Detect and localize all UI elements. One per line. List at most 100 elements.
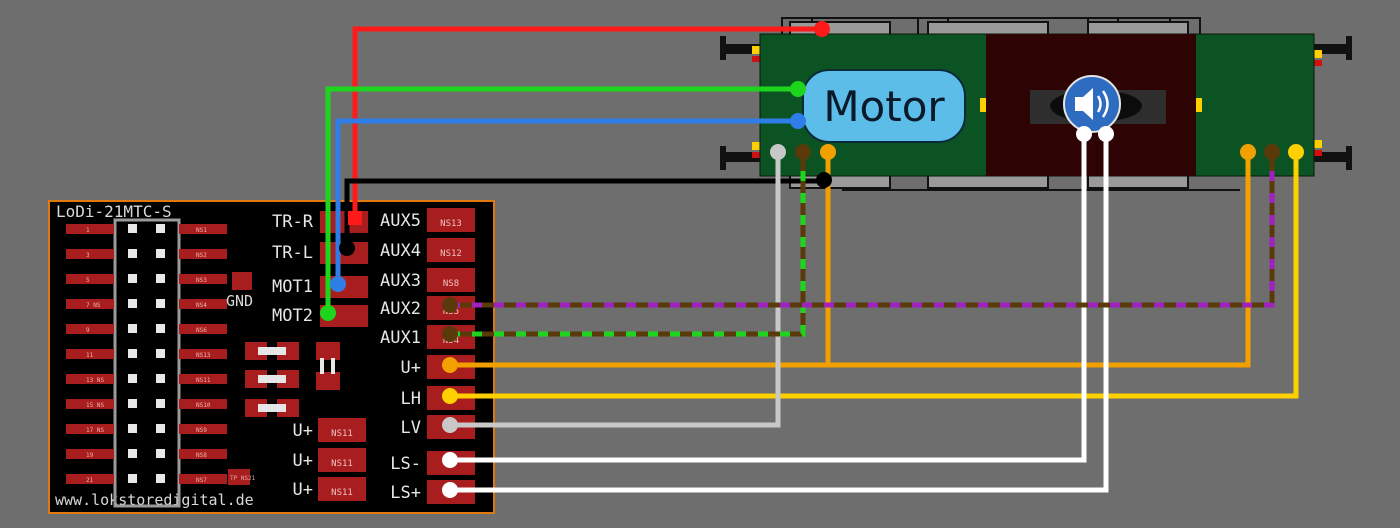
small-components [228, 342, 340, 485]
wire-aux2-stripe [450, 152, 1275, 308]
gnd-pad [232, 272, 252, 290]
connector-pin [128, 374, 137, 383]
pad-number: 19 [86, 452, 94, 459]
connector-pin [156, 299, 165, 308]
pad-net-name: NS13 [440, 219, 462, 229]
label-tr-l: TR-L [272, 243, 313, 263]
board-url: www.lokstoredigital.de [55, 491, 254, 509]
dot-loco-ls-minus [1076, 126, 1092, 142]
connector-pad [179, 224, 227, 234]
connector-pad [179, 249, 227, 259]
connector-pin [128, 274, 137, 283]
wire-black-tr-l [344, 178, 824, 248]
pad-number: NS8 [196, 452, 207, 459]
pad-number: NS13 [196, 352, 211, 359]
pad-number: NS1 [196, 227, 207, 234]
label-ls+: LS+ [390, 483, 421, 503]
connector-pad [179, 349, 227, 359]
wire-white-ls-plus [450, 134, 1109, 493]
connector-pin [156, 374, 165, 383]
wire-red-tr-r [352, 26, 822, 218]
pad-number: 11 [86, 352, 94, 359]
dot-tr-r [348, 211, 362, 225]
coupler-right-top [1312, 36, 1352, 66]
pad-net-name: NS12 [440, 249, 462, 259]
wire-green-mot2 [325, 86, 798, 313]
connector-pin [128, 449, 137, 458]
pin-grid [128, 224, 165, 483]
label-lv: LV [401, 418, 421, 438]
dot-loco-lh [1288, 144, 1304, 160]
coupler-left-top [720, 36, 762, 62]
coupler-left-bottom [720, 142, 762, 170]
connector-pin [128, 349, 137, 358]
pad-aux5 [427, 208, 475, 232]
gnd-label: GND [226, 292, 253, 310]
dot-ls-plus [442, 482, 458, 498]
connector-pin [156, 449, 165, 458]
pad-u-plus-bottom [318, 418, 366, 442]
label-ls-: LS- [390, 454, 421, 474]
pad-number: NS2 [196, 252, 207, 259]
wire-aux1-stripe [450, 152, 806, 337]
bogie-top [781, 17, 1201, 37]
connector-pad [66, 424, 114, 434]
dot-mot2 [320, 305, 336, 321]
connector-pin [128, 224, 137, 233]
connector-pin [128, 474, 137, 483]
connector-pad [179, 424, 227, 434]
dot-u-plus [442, 357, 458, 373]
decoder-board: LoDi-21MTC-S www.lokstoredigital.de 1357… [48, 200, 495, 514]
dot-loco-blue [790, 113, 806, 129]
pad-aux3 [427, 268, 475, 292]
smd-bodies [258, 347, 335, 412]
connector-pin [156, 349, 165, 358]
connector-pin [128, 299, 137, 308]
pad-number: NS4 [196, 302, 207, 309]
connector-pad [66, 299, 114, 309]
dot-lv [442, 417, 458, 433]
connection-dots [320, 21, 1304, 498]
connector-pad [179, 449, 227, 459]
label-u-plus-bottom: U+ [293, 480, 313, 500]
coupler-right-bottom [1312, 140, 1352, 170]
connector-pin [156, 399, 165, 408]
wire-white-ls-minus [450, 134, 1087, 463]
dot-loco-aux2 [1264, 144, 1280, 160]
connector-pin [128, 399, 137, 408]
connector-pad [66, 224, 114, 234]
label-aux1: AUX1 [380, 328, 421, 348]
connector-pin [128, 324, 137, 333]
dot-loco-u-plus-b [1240, 144, 1256, 160]
connector-pad [66, 399, 114, 409]
locomotive: Motor [720, 17, 1352, 191]
dot-loco-black [816, 172, 832, 188]
pad-net-name: NS11 [331, 429, 353, 439]
label-lh: LH [401, 389, 421, 409]
mtc-connector [113, 218, 181, 508]
connector-pin [156, 274, 165, 283]
dot-lh [442, 388, 458, 404]
wires [325, 26, 1299, 493]
motor: Motor [802, 69, 966, 143]
label-aux4: AUX4 [380, 241, 421, 261]
label-aux3: AUX3 [380, 271, 421, 291]
pad-number: 3 [86, 252, 90, 259]
pad-number: 1 [86, 227, 90, 234]
pad-number: 21 [86, 477, 94, 484]
pad-number: NS6 [196, 327, 207, 334]
pad-number: NS7 [196, 477, 207, 484]
pad-net-name: NS11 [331, 488, 353, 498]
speaker-icon [1063, 75, 1121, 133]
connector-pad [66, 374, 114, 384]
label-u-plus-bottom: U+ [293, 421, 313, 441]
connector-pad [179, 299, 227, 309]
connector-pad [66, 249, 114, 259]
tp-label: TP NS21 [230, 475, 256, 482]
pad-aux4 [427, 238, 475, 262]
pad-number: 13 NS [86, 377, 104, 384]
dot-loco-red [814, 21, 830, 37]
